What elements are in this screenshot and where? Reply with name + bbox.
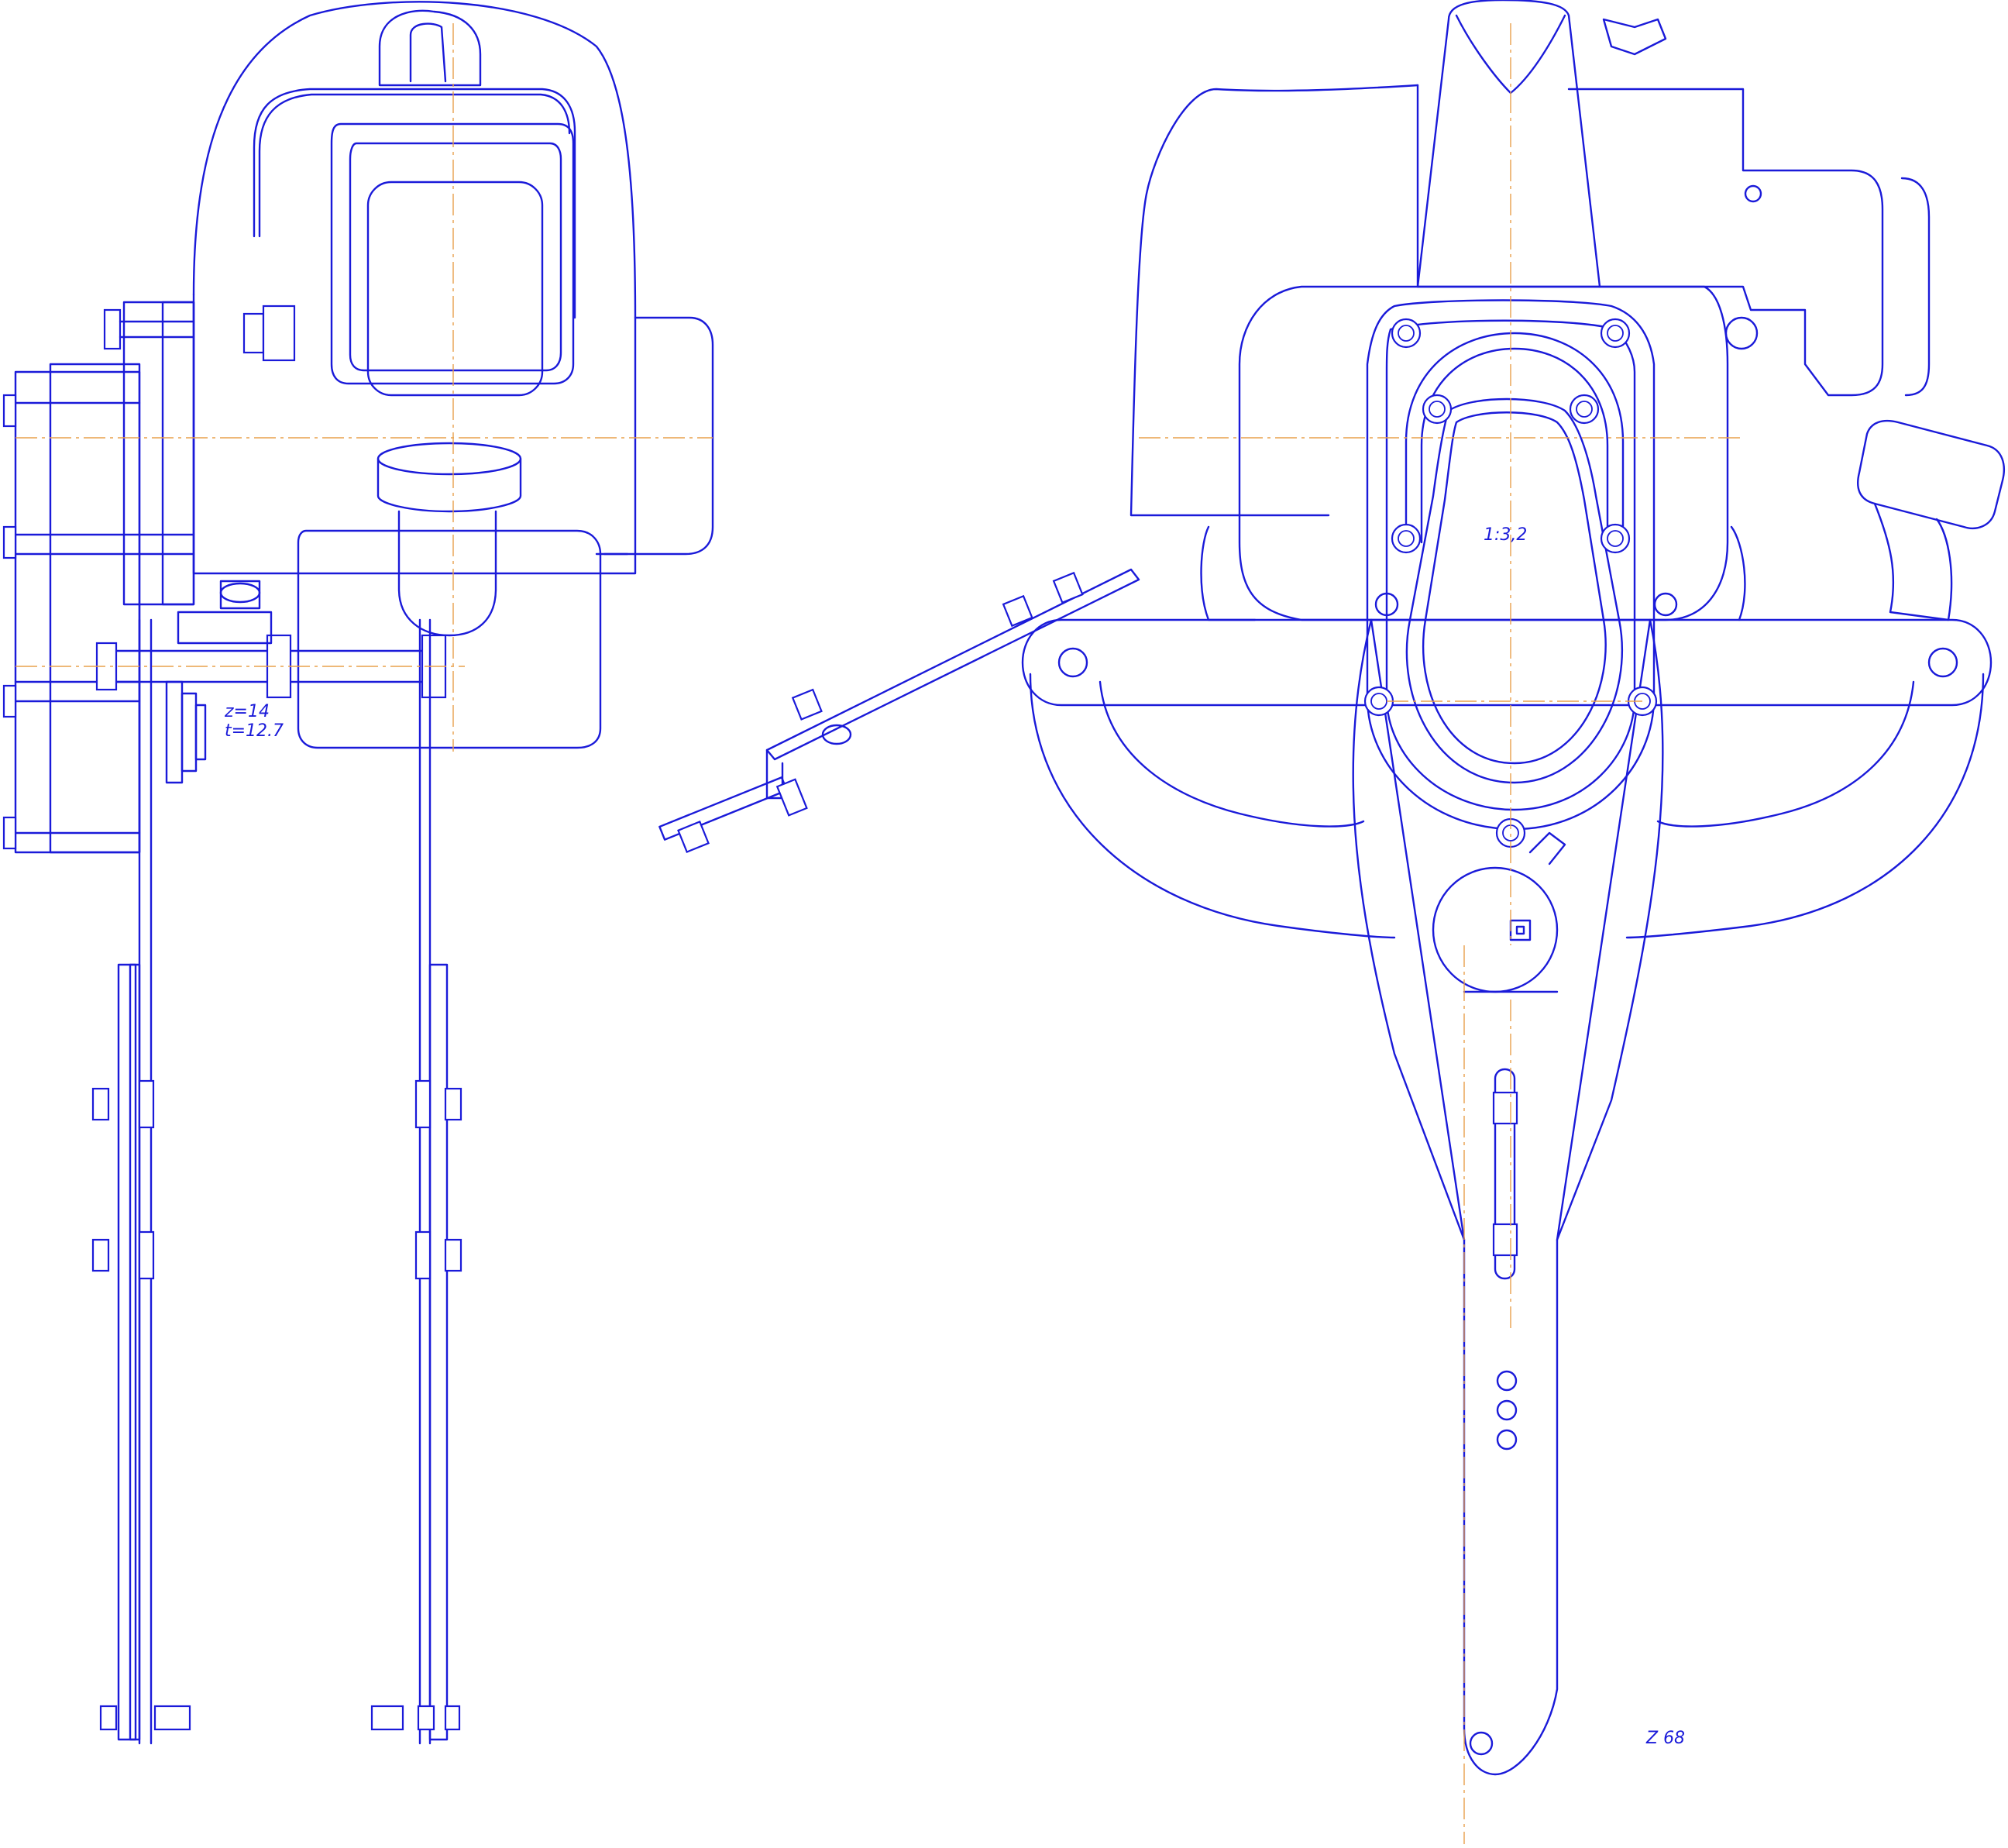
bolt-hex xyxy=(262,305,296,362)
adjust-slot xyxy=(1494,1068,1516,1280)
lever-arm xyxy=(1370,618,1652,1776)
adjust-hole xyxy=(1496,1370,1518,1392)
bolt-hex xyxy=(242,312,265,354)
adjust-nut xyxy=(677,821,710,853)
link-bolt xyxy=(1002,594,1033,628)
gear-ratio-label: 1:3,2 xyxy=(1484,525,1527,545)
top-spout xyxy=(1416,0,1601,288)
gearbox-plate xyxy=(14,370,141,854)
adjust-hole xyxy=(1496,1399,1518,1421)
carb-screw xyxy=(1744,184,1762,203)
right-housing xyxy=(603,316,714,556)
right-leg xyxy=(428,963,449,1741)
bolt-hex xyxy=(2,525,17,559)
chain-path xyxy=(1405,397,1623,784)
pivot-hole xyxy=(1469,1731,1494,1756)
bolt-hex xyxy=(103,308,122,350)
bolt-hex xyxy=(2,394,17,428)
throttle-link xyxy=(658,568,1140,853)
bar-hole xyxy=(1927,647,1958,678)
chain-pitch-label: t=12.7 xyxy=(225,721,284,741)
housing-bolts xyxy=(1363,318,1678,848)
bolt-hex xyxy=(2,684,17,718)
adjust-hole xyxy=(1496,1429,1518,1451)
adjust-nut xyxy=(775,778,808,817)
link-bolt xyxy=(791,688,823,721)
carb-screw xyxy=(1724,316,1759,350)
side-view: z=14 t=12.7 xyxy=(2,1,714,1745)
top-knob xyxy=(378,9,482,87)
driven-teeth-label: Z 68 xyxy=(1645,1729,1685,1748)
lower-arc-housing xyxy=(1029,673,1396,939)
left-leg xyxy=(117,963,137,1741)
cross-bar xyxy=(1021,618,1993,707)
bar-hole xyxy=(1057,647,1088,678)
front-view: 1:3,2 Z 68 xyxy=(1021,0,2005,1844)
link-bolt xyxy=(1052,571,1084,604)
cylinder-frame xyxy=(330,122,575,385)
leg-bolts xyxy=(91,1079,462,1731)
carburettor xyxy=(1567,88,1884,397)
cover-rib xyxy=(253,88,576,319)
engine-cover xyxy=(192,1,637,319)
cam-disc xyxy=(1432,866,1559,993)
cylinder-window xyxy=(366,181,544,397)
fuel-tank xyxy=(297,529,602,749)
muffler xyxy=(1857,419,2005,529)
arm-outline xyxy=(1352,618,1466,1241)
cover-rib-inner xyxy=(258,93,571,238)
fuel-cap xyxy=(376,442,522,476)
left-shroud xyxy=(1130,84,1419,517)
drive-sprocket xyxy=(165,680,184,784)
bolt-hex xyxy=(2,816,17,850)
mount-plate xyxy=(122,301,195,606)
sprocket-teeth-label: z=14 xyxy=(224,702,270,721)
